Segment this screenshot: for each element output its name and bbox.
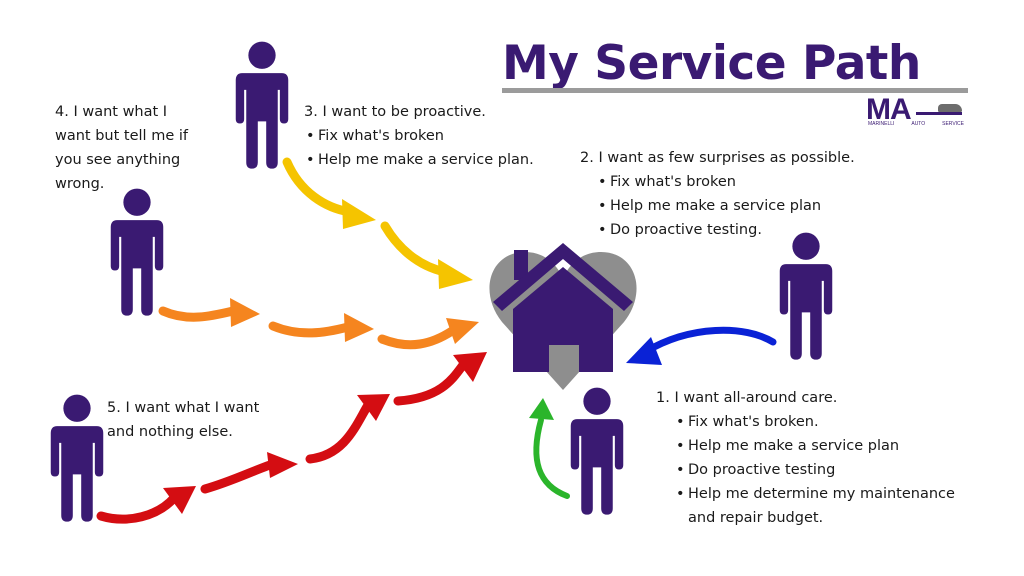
house-icon <box>493 243 633 372</box>
red-arrowhead-1 <box>163 486 196 514</box>
list-item: Fix what's broken <box>304 124 534 148</box>
red-arrow-1 <box>96 493 179 524</box>
yellow-arrowhead-1 <box>342 199 376 229</box>
green-arrowhead <box>529 398 554 420</box>
logo-word-3: SERVICE <box>942 121 964 127</box>
person-icon <box>779 232 833 360</box>
logo-subtitle: MARINELLI AUTO SERVICE <box>868 121 964 127</box>
list-item: Help me determine my maintenance and rep… <box>674 482 968 530</box>
list-item: Help me make a service plan <box>596 194 855 218</box>
orange-arrow-2 <box>268 321 353 338</box>
arrows <box>96 157 777 524</box>
path-3-text: 3. I want to be proactive. Fix what's br… <box>304 100 534 172</box>
logo-letters: MA <box>866 93 912 126</box>
path-1-heading: 1. I want all-around care. <box>656 390 838 406</box>
path-1-bullets: Fix what's broken. Help me make a servic… <box>656 410 968 530</box>
car-icon <box>938 104 962 112</box>
page-title: My Service Path <box>502 36 921 91</box>
green-arrow <box>533 417 570 499</box>
path-4-heading: 4. I want what I want but tell me if you… <box>55 104 188 192</box>
red-arrow-4 <box>393 360 468 406</box>
logo-bar <box>916 112 962 115</box>
red-arrowhead-2 <box>267 452 298 478</box>
path-2-heading: 2. I want as few surprises as possible. <box>580 150 855 166</box>
person-icon <box>50 394 104 522</box>
red-arrow-3 <box>305 400 373 464</box>
list-item: Do proactive testing <box>674 458 968 482</box>
orange-arrow-3 <box>377 326 457 350</box>
blue-arrowhead <box>626 337 662 365</box>
path-5-text: 5. I want what I want and nothing else. <box>107 396 287 444</box>
yellow-arrow-2 <box>380 221 450 277</box>
person-icon <box>570 387 624 515</box>
orange-arrowhead-2 <box>344 313 374 342</box>
blue-arrow <box>641 326 777 356</box>
yellow-arrowhead-2 <box>438 259 473 289</box>
path-5-heading: 5. I want what I want and nothing else. <box>107 400 260 440</box>
list-item: Help me make a service plan <box>674 434 968 458</box>
list-item: Do proactive testing. <box>596 218 855 242</box>
orange-arrowhead-1 <box>230 298 260 327</box>
red-arrow-2 <box>200 460 275 494</box>
red-arrowhead-3 <box>357 394 390 421</box>
company-logo: MA MARINELLI AUTO SERVICE <box>866 93 966 130</box>
person-icon <box>110 188 164 316</box>
orange-arrow-1 <box>158 306 238 322</box>
list-item: Fix what's broken <box>596 170 855 194</box>
title-underline <box>502 88 968 93</box>
list-item: Fix what's broken. <box>674 410 968 434</box>
path-1-text: 1. I want all-around care. Fix what's br… <box>656 386 968 530</box>
home-heart <box>489 243 637 390</box>
orange-arrowhead-3 <box>446 318 479 344</box>
path-3-bullets: Fix what's broken Help me make a service… <box>304 124 534 172</box>
logo-word-1: MARINELLI <box>868 121 895 127</box>
red-arrowhead-4 <box>453 352 487 382</box>
path-4-text: 4. I want what I want but tell me if you… <box>55 100 205 196</box>
list-item: Help me make a service plan. <box>304 148 534 172</box>
person-icon <box>235 41 289 169</box>
path-2-text: 2. I want as few surprises as possible. … <box>580 146 855 242</box>
path-3-heading: 3. I want to be proactive. <box>304 104 486 120</box>
path-2-bullets: Fix what's broken Help me make a service… <box>580 170 855 242</box>
logo-word-2: AUTO <box>911 121 926 127</box>
